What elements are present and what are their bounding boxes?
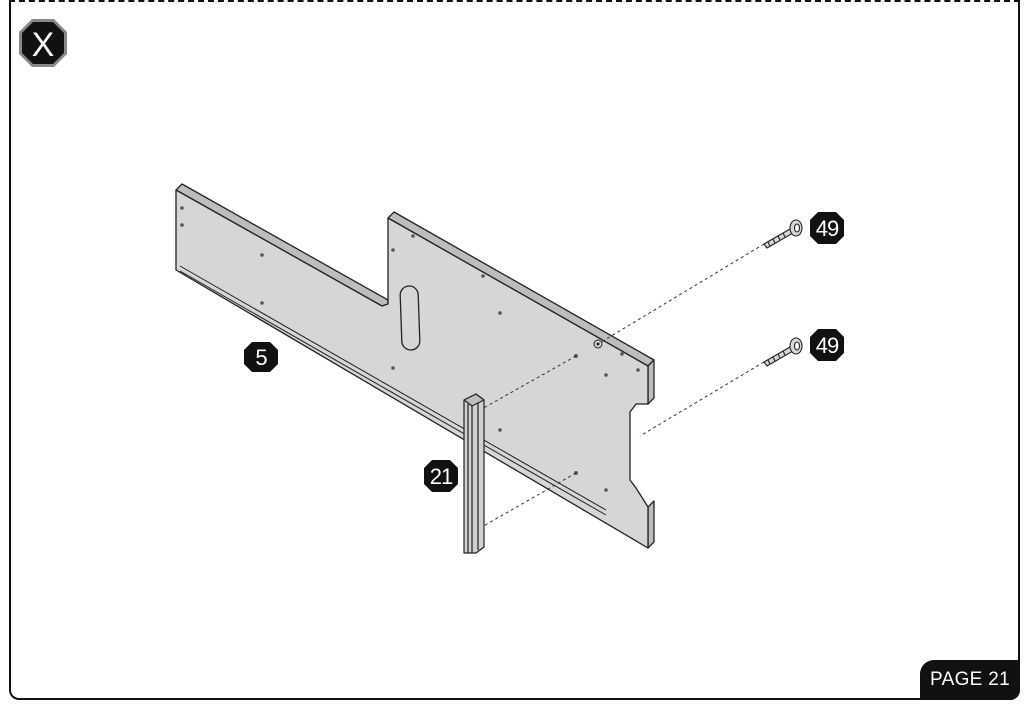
callout-label: 49 — [816, 333, 839, 358]
callout-21: 21 — [424, 460, 458, 492]
step-badge: X — [18, 18, 68, 68]
callout-label: 5 — [255, 345, 267, 370]
callout-49-lower: 49 — [810, 329, 844, 361]
callout-label: 21 — [430, 464, 453, 489]
callout-49-upper: 49 — [810, 212, 844, 244]
callout-5: 5 — [244, 342, 278, 372]
screw-upper — [763, 219, 803, 249]
page-number-label: PAGE 21 — [930, 669, 1010, 690]
frame-top-dashed-border — [9, 0, 1020, 2]
panel-part — [175, 183, 655, 549]
screw-lower — [763, 337, 803, 367]
callout-label: 49 — [816, 216, 839, 241]
step-letter: X — [32, 26, 55, 64]
page-number-tab: PAGE 21 — [920, 660, 1020, 700]
page-frame — [9, 0, 1020, 700]
strip-part — [463, 393, 485, 554]
guide-lines — [479, 243, 765, 529]
